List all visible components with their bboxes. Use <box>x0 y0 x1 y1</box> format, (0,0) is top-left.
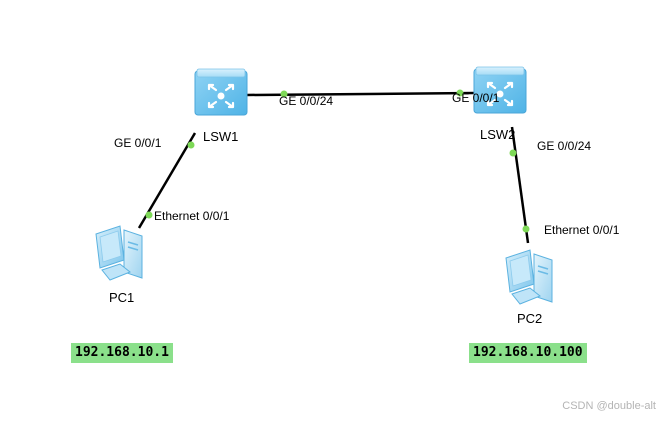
port-dot-pc1-eth0-0-1 <box>145 211 153 219</box>
switch-icon[interactable] <box>472 65 528 115</box>
switch-icon[interactable] <box>193 67 249 117</box>
port-dot-lsw2-ge0-0-1 <box>456 89 464 97</box>
port-label-lsw1-ge0-0-24: GE 0/0/24 <box>279 94 334 108</box>
watermark: CSDN @double-alt <box>562 400 656 412</box>
port-label-pc2-eth0-0-1: Ethernet 0/0/1 <box>544 223 620 237</box>
ip-badge-pc2: 192.168.10.100 <box>469 343 587 363</box>
device-label-pc1: PC1 <box>109 290 135 305</box>
port-dot-lsw1-ge0-0-1 <box>187 141 195 149</box>
port-dot-pc2-eth0-0-1 <box>522 225 530 233</box>
port-label-pc1-eth0-0-1: Ethernet 0/0/1 <box>154 209 230 223</box>
link-lsw2-pc2[interactable] <box>510 126 530 244</box>
port-label-lsw1-ge0-0-1: GE 0/0/1 <box>114 136 162 150</box>
pc-icon[interactable] <box>505 249 553 305</box>
pc-icon[interactable] <box>95 225 143 281</box>
device-label-lsw2: LSW2 <box>480 127 516 142</box>
ip-badge-pc1: 192.168.10.1 <box>71 343 173 363</box>
port-label-lsw2-ge0-0-24: GE 0/0/24 <box>537 139 592 153</box>
port-dot-lsw2-ge0-0-24 <box>509 149 517 157</box>
device-label-lsw1: LSW1 <box>203 129 239 144</box>
port-dot-lsw1-ge0-0-24 <box>280 90 288 98</box>
device-label-pc2: PC2 <box>517 311 543 326</box>
port-label-lsw2-ge0-0-1: GE 0/0/1 <box>452 91 500 105</box>
